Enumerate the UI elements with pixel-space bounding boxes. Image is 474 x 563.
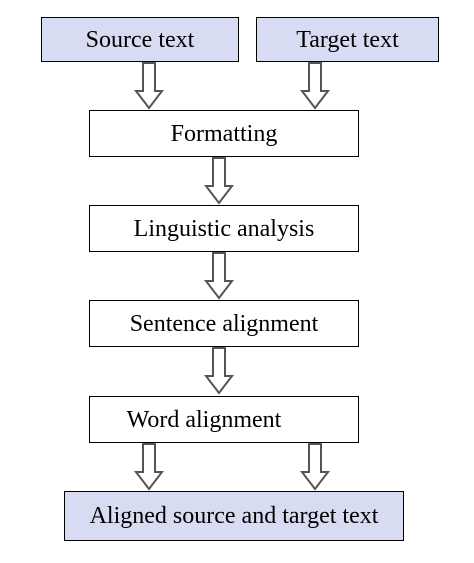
down-arrow-icon [133, 443, 165, 491]
word-alignment-box: Word alignment [89, 396, 359, 443]
down-arrow-icon [299, 62, 331, 110]
aligned-output-box: Aligned source and target text [64, 491, 404, 541]
formatting-box: Formatting [89, 110, 359, 157]
down-arrow-icon [203, 157, 235, 205]
formatting-label: Formatting [170, 120, 278, 147]
target-text-box: Target text [256, 17, 439, 62]
word-alignment-label: Word alignment [126, 406, 282, 433]
down-arrow-icon [203, 252, 235, 300]
down-arrow-icon [299, 443, 331, 491]
sentence-alignment-box: Sentence alignment [89, 300, 359, 347]
sentence-alignment-label: Sentence alignment [129, 310, 319, 337]
linguistic-analysis-label: Linguistic analysis [133, 215, 315, 242]
aligned-output-label: Aligned source and target text [89, 503, 379, 529]
linguistic-analysis-box: Linguistic analysis [89, 205, 359, 252]
down-arrow-icon [133, 62, 165, 110]
source-text-label: Source text [85, 26, 195, 53]
target-text-label: Target text [296, 26, 399, 53]
down-arrow-icon [203, 347, 235, 395]
source-text-box: Source text [41, 17, 239, 62]
